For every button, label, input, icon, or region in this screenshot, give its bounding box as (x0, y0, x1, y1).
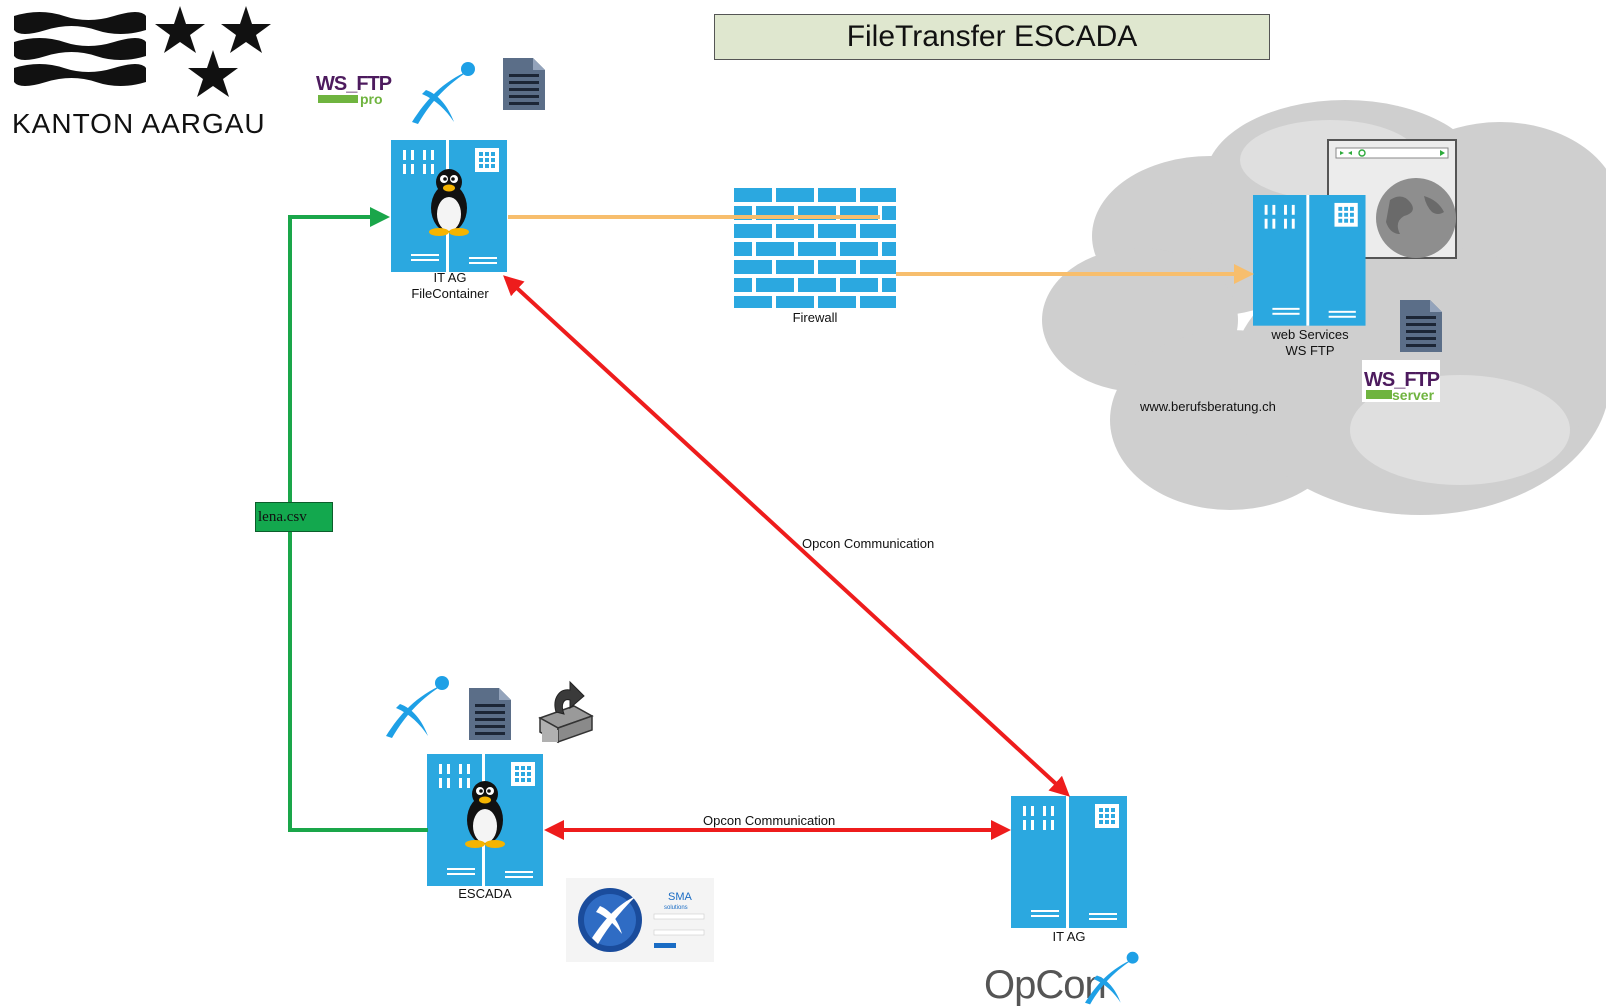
server-itag (1011, 796, 1127, 928)
svg-text:OpCon: OpCon (984, 963, 1106, 1006)
diagram-title: FileTransfer ESCADA (714, 14, 1270, 60)
node-label-itag: IT AG (1052, 929, 1086, 944)
box-export-icon (538, 680, 594, 744)
svg-text:WS_FTP: WS_FTP (316, 73, 392, 95)
node-label-escada: ESCADA (458, 886, 512, 901)
node-label-line: FileContainer (411, 286, 489, 301)
svg-text:solutions: solutions (664, 905, 688, 911)
document-icon (1400, 300, 1442, 352)
diagram-title-text: FileTransfer ESCADA (846, 20, 1138, 53)
cloud-url-label: www.berufsberatung.ch (1140, 399, 1276, 414)
edge-label-horizontal: Opcon Communication (703, 813, 835, 828)
server-webservices (1253, 195, 1366, 326)
node-label-line: IT AG (433, 270, 467, 285)
red-opcon-diagonal (503, 275, 1070, 797)
firewall-icon (734, 188, 896, 308)
sma-login-screenshot: SMA solutions (566, 878, 714, 962)
node-label-firewall: Firewall (792, 310, 838, 325)
svg-text:WS_FTP: WS_FTP (1364, 369, 1440, 391)
node-label-line: WS FTP (1285, 343, 1335, 358)
svg-text:server: server (1392, 387, 1435, 403)
node-label-filecontainer: IT AG FileContainer (382, 270, 518, 302)
kanton-aargau-logo (14, 6, 271, 97)
node-label-webservices: web Services WS FTP (1240, 327, 1380, 359)
edge-label-diagonal: Opcon Communication (802, 536, 934, 551)
wsftp-server-logo: WS_FTP server (1362, 360, 1441, 403)
wsftp-pro-logo: WS_FTP pro (316, 73, 393, 107)
svg-text:SMA: SMA (668, 891, 693, 903)
logo-text: KANTON AARGAU (12, 108, 266, 139)
svg-text:pro: pro (360, 91, 383, 107)
node-label-line: web Services (1271, 327, 1349, 342)
opcon-swoosh-icon (412, 62, 475, 124)
opcon-logo: OpCon (984, 951, 1139, 1006)
document-icon (469, 688, 511, 740)
document-icon (503, 58, 545, 110)
opcon-swoosh-icon (386, 676, 449, 738)
file-label-lena-csv: lena.csv (255, 502, 333, 532)
